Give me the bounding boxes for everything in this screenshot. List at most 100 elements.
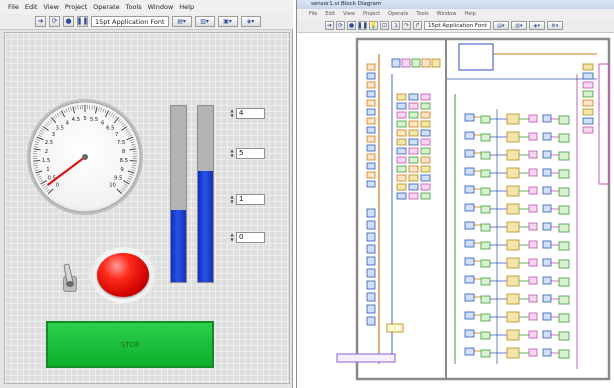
- menu-project[interactable]: Project: [64, 3, 88, 11]
- function-node[interactable]: [542, 312, 552, 321]
- function-node[interactable]: [420, 174, 431, 182]
- menu-project[interactable]: Project: [362, 11, 381, 17]
- step-into-icon[interactable]: ↴: [391, 21, 400, 30]
- function-node[interactable]: [506, 185, 520, 197]
- function-node[interactable]: [420, 138, 431, 146]
- function-node[interactable]: [480, 331, 491, 340]
- function-node[interactable]: [506, 329, 520, 341]
- menu-view[interactable]: View: [343, 11, 355, 17]
- function-node[interactable]: [506, 221, 520, 233]
- menu-operate[interactable]: Operate: [93, 3, 120, 11]
- function-node[interactable]: [480, 259, 491, 268]
- function-node[interactable]: [558, 259, 570, 269]
- menu-file[interactable]: File: [8, 3, 19, 11]
- control-terminal[interactable]: [366, 180, 376, 188]
- function-node[interactable]: [408, 165, 419, 173]
- increment-arrows-icon[interactable]: ▲▼: [230, 232, 234, 242]
- function-node[interactable]: [464, 167, 475, 176]
- function-node[interactable]: [464, 203, 475, 212]
- function-node[interactable]: [506, 149, 520, 161]
- function-node[interactable]: [420, 183, 431, 191]
- function-node[interactable]: [464, 257, 475, 266]
- function-node[interactable]: [506, 131, 520, 143]
- control-terminal[interactable]: [366, 153, 376, 161]
- function-node[interactable]: [542, 258, 552, 267]
- step-out-icon[interactable]: ↱: [413, 21, 422, 30]
- function-node[interactable]: [396, 102, 407, 110]
- function-node[interactable]: [480, 133, 491, 142]
- function-node[interactable]: [558, 169, 570, 179]
- menu-view[interactable]: View: [43, 3, 59, 11]
- function-node[interactable]: [528, 348, 538, 357]
- function-node[interactable]: [396, 93, 407, 101]
- control-terminal[interactable]: [366, 162, 376, 170]
- function-node[interactable]: [408, 129, 419, 137]
- function-node[interactable]: [408, 147, 419, 155]
- function-node[interactable]: [420, 102, 431, 110]
- function-node[interactable]: [464, 275, 475, 284]
- indicator-terminal[interactable]: [366, 292, 376, 302]
- indicator-terminal[interactable]: [366, 304, 376, 314]
- distribute-objects-icon[interactable]: ▥▾: [510, 21, 527, 30]
- abort-icon[interactable]: ●: [347, 21, 356, 30]
- control-terminal[interactable]: [366, 171, 376, 179]
- function-node[interactable]: [420, 156, 431, 164]
- menu-file[interactable]: File: [309, 11, 318, 17]
- function-node[interactable]: [464, 131, 475, 140]
- reorder-icon[interactable]: ◈▾: [240, 16, 261, 27]
- distribute-objects-icon[interactable]: ▥▾: [194, 16, 215, 27]
- function-node[interactable]: [480, 313, 491, 322]
- function-node[interactable]: [408, 138, 419, 146]
- function-node[interactable]: [542, 276, 552, 285]
- function-node[interactable]: [542, 168, 552, 177]
- function-node[interactable]: [411, 58, 421, 68]
- indicator-terminal[interactable]: [366, 244, 376, 254]
- function-node[interactable]: [528, 222, 538, 231]
- function-node[interactable]: [558, 313, 570, 323]
- function-node[interactable]: [506, 257, 520, 269]
- menu-edit[interactable]: Edit: [325, 11, 336, 17]
- function-node[interactable]: [396, 156, 407, 164]
- function-node[interactable]: [542, 330, 552, 339]
- function-node[interactable]: [558, 349, 570, 359]
- function-node[interactable]: [391, 58, 401, 68]
- function-node[interactable]: [528, 186, 538, 195]
- function-node[interactable]: [396, 165, 407, 173]
- highlight-execution-icon[interactable]: 💡: [369, 21, 378, 30]
- increment-arrows-icon[interactable]: ▲▼: [230, 108, 234, 118]
- control-terminal[interactable]: [366, 72, 376, 80]
- function-node[interactable]: [420, 129, 431, 137]
- function-node[interactable]: [558, 331, 570, 341]
- indicator-terminal[interactable]: [366, 220, 376, 230]
- function-node[interactable]: [464, 149, 475, 158]
- function-node[interactable]: [506, 347, 520, 359]
- function-node[interactable]: [558, 115, 570, 125]
- function-node[interactable]: [542, 204, 552, 213]
- indicator-terminal[interactable]: [582, 126, 594, 134]
- function-node[interactable]: [464, 239, 475, 248]
- function-node[interactable]: [542, 186, 552, 195]
- menu-window[interactable]: Window: [147, 3, 174, 11]
- function-node[interactable]: [480, 295, 491, 304]
- function-node[interactable]: [408, 93, 419, 101]
- function-node[interactable]: [464, 185, 475, 194]
- function-node[interactable]: [528, 240, 538, 249]
- function-node[interactable]: [542, 294, 552, 303]
- numeric-control-1[interactable]: ▲▼ 4: [229, 108, 265, 119]
- function-node[interactable]: [464, 221, 475, 230]
- control-terminal[interactable]: [366, 108, 376, 116]
- control-terminal[interactable]: [366, 117, 376, 125]
- control-terminal[interactable]: [366, 144, 376, 152]
- function-node[interactable]: [558, 277, 570, 287]
- function-node[interactable]: [528, 132, 538, 141]
- function-node[interactable]: [420, 93, 431, 101]
- control-terminal[interactable]: [366, 81, 376, 89]
- numeric-value[interactable]: 0: [236, 232, 265, 243]
- function-node[interactable]: [396, 183, 407, 191]
- function-node[interactable]: [408, 111, 419, 119]
- pause-icon[interactable]: ❚❚: [76, 16, 89, 27]
- control-terminal[interactable]: [366, 135, 376, 143]
- indicator-terminal[interactable]: [366, 268, 376, 278]
- function-node[interactable]: [480, 223, 491, 232]
- function-node[interactable]: [396, 192, 407, 200]
